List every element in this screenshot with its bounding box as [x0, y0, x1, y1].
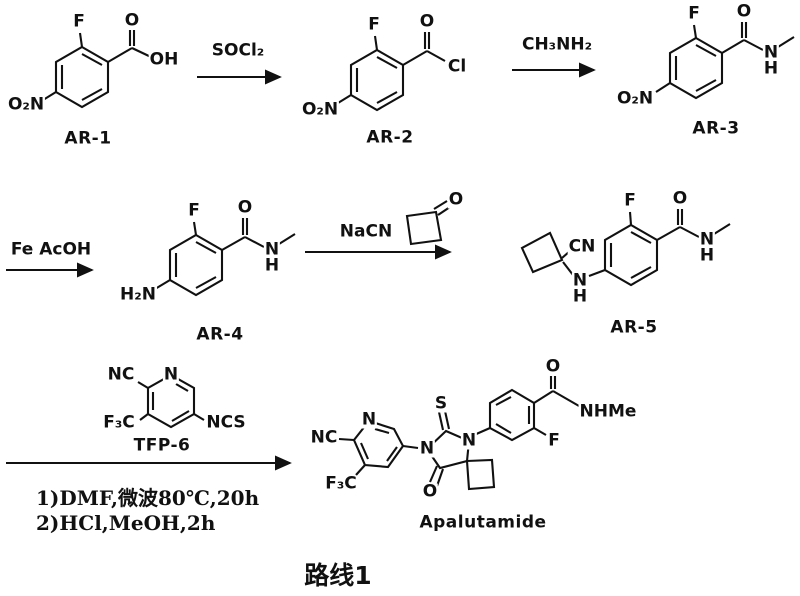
ar4-h-label: H	[263, 255, 281, 276]
ar2-cl-label: Cl	[446, 56, 468, 77]
ar2-nitro-label: O₂N	[300, 99, 340, 120]
ar4-structure	[154, 218, 296, 297]
apalutamide-nc-label: NC	[309, 427, 339, 448]
ar1-o-label: O	[123, 10, 141, 31]
ar5-nh-h-label: H	[571, 286, 589, 307]
ar5-cn-label: CN	[567, 236, 597, 257]
reagent-ch3nh2: CH₃NH₂	[521, 34, 593, 55]
scheme-caption: 路线1	[304, 561, 372, 590]
ar5-nh-n-label: N	[571, 270, 589, 291]
reagent-fe-acoh: Fe AcOH	[10, 239, 92, 260]
apalutamide-pyridine-n-label: N	[360, 409, 378, 430]
ar5-h-label: H	[698, 245, 716, 266]
ar3-h-label: H	[762, 58, 780, 79]
ar3-o-label: O	[735, 1, 753, 22]
apalutamide-n3-label: N	[460, 430, 478, 451]
apalutamide-name: Apalutamide	[419, 512, 547, 533]
ar5-o-label: O	[671, 188, 689, 209]
ar4-f-label: F	[187, 200, 201, 221]
ar5-name: AR-5	[610, 317, 658, 338]
ar2-f-label: F	[367, 14, 381, 35]
ar3-structure	[655, 22, 795, 100]
ar2-structure	[337, 32, 446, 112]
ar1-structure	[42, 30, 152, 109]
ar4-name: AR-4	[196, 324, 244, 345]
ar4-amine-label: H₂N	[119, 284, 157, 305]
tfp6-nc-label: NC	[106, 364, 136, 385]
ar5-structure	[520, 209, 731, 287]
apalutamide-structure	[338, 376, 580, 491]
ar1-oh-label: OH	[148, 49, 180, 70]
condition-line-1: 1)DMF,微波80℃,20h	[36, 486, 260, 510]
ar3-n-label: N	[762, 42, 780, 63]
ar3-name: AR-3	[692, 118, 740, 139]
reagent-socl2: SOCl₂	[211, 40, 265, 61]
ar3-f-label: F	[687, 3, 701, 24]
apalutamide-ring-o-label: O	[421, 481, 439, 502]
ar4-n-label: N	[263, 239, 281, 260]
reaction-conditions: 1)DMF,微波80℃,20h 2)HCl,MeOH,2h	[36, 486, 259, 536]
apalutamide-s-label: S	[433, 393, 449, 414]
tfp6-cf3-label: F₃C	[102, 412, 136, 433]
ar1-f-label: F	[72, 11, 86, 32]
apalutamide-amide-o-label: O	[544, 356, 562, 377]
apalutamide-f-label: F	[547, 430, 561, 451]
cyclobutanone-structure	[405, 200, 451, 246]
apalutamide-nhme-label: NHMe	[578, 401, 638, 422]
tfp6-name: TFP-6	[133, 435, 191, 456]
cyclobutanone-o-label: O	[447, 189, 465, 210]
apalutamide-cf3-label: F₃C	[324, 473, 358, 494]
ar2-o-label: O	[418, 11, 436, 32]
ar3-nitro-label: O₂N	[615, 88, 655, 109]
ar5-f-label: F	[623, 190, 637, 211]
condition-line-2: 2)HCl,MeOH,2h	[36, 511, 216, 535]
tfp6-ncs-label: NCS	[205, 412, 247, 433]
ar2-name: AR-2	[366, 127, 414, 148]
ar1-name: AR-1	[64, 128, 112, 149]
ar4-o-label: O	[236, 197, 254, 218]
tfp6-structure	[137, 373, 205, 429]
tfp6-ring-n-label: N	[162, 364, 180, 385]
ar5-n-label: N	[698, 229, 716, 250]
apalutamide-n1-label: N	[418, 438, 436, 459]
reagent-nacn: NaCN	[339, 221, 393, 242]
ar1-nitro-label: O₂N	[6, 94, 46, 115]
